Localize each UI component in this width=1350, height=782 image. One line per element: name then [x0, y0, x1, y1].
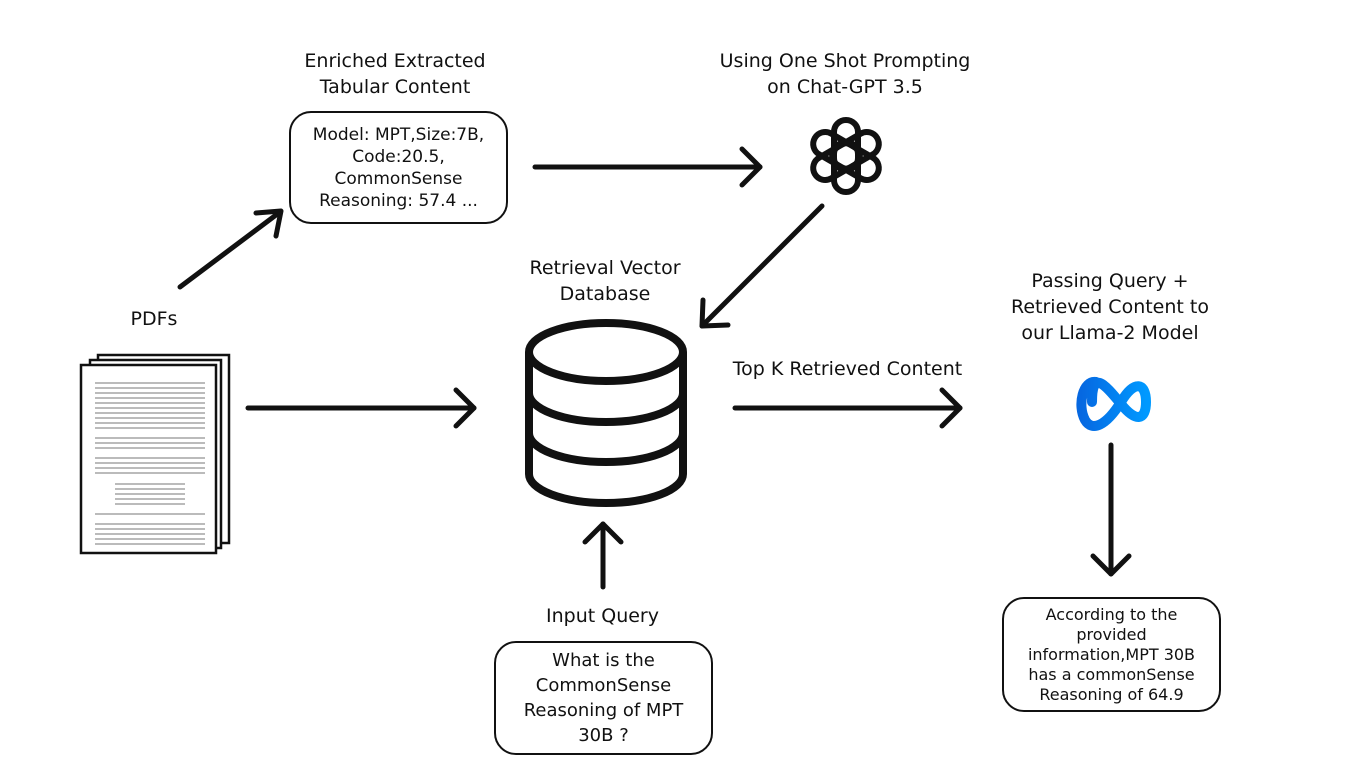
- passing-query-label: Passing Query + Retrieved Content to our…: [1011, 270, 1209, 344]
- arrow-query-to-database: [582, 521, 624, 590]
- retrieval-db-label: Retrieval Vector Database: [529, 257, 681, 305]
- arrow-pdfs-to-database: [245, 387, 477, 429]
- arrow-database-to-meta: [732, 387, 963, 429]
- enriched-tabular-label: Enriched Extracted Tabular Content: [304, 50, 486, 98]
- answer-box: According to the provided information,MP…: [1002, 597, 1221, 712]
- prompting-label: Using One Shot Prompting on Chat-GPT 3.5: [719, 50, 971, 98]
- meta-logo-icon: [1076, 377, 1151, 431]
- openai-logo-icon: [810, 117, 882, 195]
- input-query-label: Input Query: [546, 605, 659, 627]
- arrow-tabular-to-openai: [532, 146, 763, 188]
- pdfs-label: PDFs: [130, 308, 178, 330]
- arrow-pdfs-to-tabular: [177, 208, 284, 290]
- arrow-meta-to-answer: [1090, 442, 1132, 577]
- query-box: What is the CommonSense Reasoning of MPT…: [494, 641, 713, 755]
- topk-label: Top K Retrieved Content: [732, 358, 963, 380]
- database-icon: [525, 319, 687, 507]
- pdf-stack-icon: [79, 353, 231, 555]
- tabular-content-box: Model: MPT,Size:7B, Code:20.5, CommonSen…: [289, 111, 508, 224]
- arrow-openai-to-database: [699, 203, 825, 329]
